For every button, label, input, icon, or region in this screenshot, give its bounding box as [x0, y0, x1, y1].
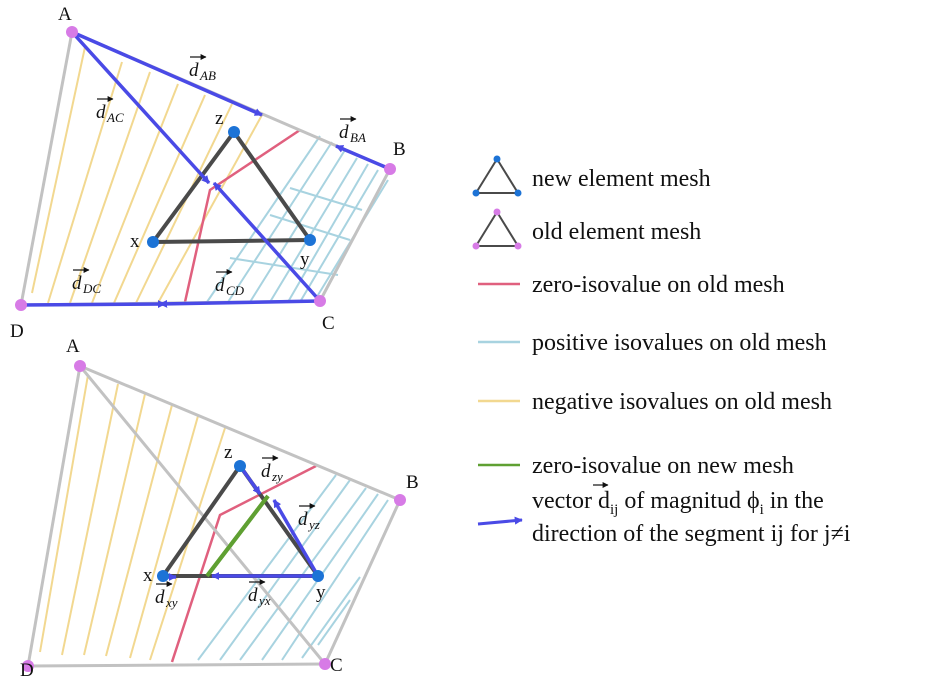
top-label-B: B — [393, 139, 406, 160]
top-node-D — [15, 299, 27, 311]
top-node-y — [304, 234, 316, 246]
bottom-label-dzy: d zy — [261, 455, 283, 484]
bottom-label-dyz: d yz — [298, 503, 320, 532]
bottom-negative-isolines — [39, 374, 226, 661]
top-vector-AC-a — [70, 30, 211, 185]
legend-zero-old-label: zero-isovalue on old mesh — [532, 272, 785, 298]
top-vector-BA — [335, 144, 391, 171]
bottom-label-dxy: d xy — [155, 581, 178, 610]
top-label-dAC: d AC — [96, 96, 124, 125]
top-label-dBA: d BA — [339, 116, 366, 145]
svg-text:xy: xy — [165, 595, 178, 610]
top-label-z: z — [215, 108, 223, 129]
bottom-green-cover — [205, 494, 270, 578]
top-negative-isolines — [31, 46, 263, 304]
legend-new-element-icon — [472, 155, 522, 197]
bottom-zero-isoline-old — [170, 464, 317, 663]
top-label-C: C — [322, 313, 335, 334]
top-vector-AC-b — [212, 181, 322, 303]
bottom-old-mesh — [26, 364, 402, 668]
svg-text:d: d — [261, 461, 271, 482]
top-positive-isolines — [206, 135, 389, 303]
legend-vector-label-line1: vector dij of magnitud ϕi in the — [532, 488, 824, 518]
top-label-D: D — [10, 321, 24, 342]
svg-text:yz: yz — [307, 517, 320, 532]
bottom-label-z: z — [224, 442, 232, 463]
bottom-node-x — [157, 570, 169, 582]
top-label-dAB: d AB — [189, 54, 216, 83]
top-node-x — [147, 236, 159, 248]
top-node-z — [228, 126, 240, 138]
top-vectors — [20, 30, 391, 309]
bottom-label-A: A — [66, 336, 80, 357]
legend-vector-swatch — [477, 516, 523, 526]
bottom-old-nodes — [22, 360, 406, 672]
svg-text:zy: zy — [271, 469, 283, 484]
bottom-label-y: y — [316, 582, 326, 603]
legend-old-element-label: old element mesh — [532, 219, 701, 245]
top-panel: A B C D x y z d AB d AC d BA d DC d — [10, 4, 406, 342]
svg-text:yx: yx — [257, 593, 271, 608]
top-zero-isoline-old — [183, 128, 301, 303]
top-new-nodes — [147, 126, 316, 248]
legend-old-element-icon — [472, 208, 522, 250]
svg-text:d: d — [215, 275, 225, 296]
legend-negative-label: negative isovalues on old mesh — [532, 389, 832, 415]
svg-text:d: d — [155, 587, 165, 608]
bottom-positive-isolines — [197, 474, 389, 661]
top-vector-CD — [159, 299, 321, 308]
bottom-node-D — [22, 660, 34, 672]
svg-text:d: d — [248, 585, 258, 606]
svg-text:CD: CD — [226, 283, 245, 298]
top-label-dDC: d DC — [72, 267, 101, 296]
bottom-node-y — [312, 570, 324, 582]
svg-text:AB: AB — [199, 68, 216, 83]
top-vector-AB — [71, 30, 263, 117]
top-node-B — [384, 163, 396, 175]
bottom-label-B: B — [406, 472, 419, 493]
bottom-vector-yz — [272, 499, 320, 577]
top-new-element-triangle — [151, 130, 312, 244]
top-label-x: x — [130, 231, 140, 252]
svg-text:d: d — [96, 102, 106, 123]
bottom-label-D: D — [20, 660, 34, 681]
legend-vector-label-line2: direction of the segment ij for j≠i — [532, 521, 851, 547]
bottom-label-C: C — [330, 655, 343, 676]
svg-text:d: d — [298, 509, 308, 530]
bottom-label-dyx: d yx — [248, 579, 271, 608]
svg-text:d: d — [339, 122, 349, 143]
legend-new-element-label: new element mesh — [532, 166, 711, 192]
top-node-A — [66, 26, 78, 38]
bottom-node-B — [394, 494, 406, 506]
bottom-panel: A B C D x y z d zy d yz d xy d yx — [20, 336, 419, 681]
top-node-C — [314, 295, 326, 307]
svg-text:AC: AC — [106, 110, 124, 125]
svg-text:DC: DC — [82, 281, 101, 296]
svg-text:BA: BA — [350, 130, 366, 145]
bottom-new-nodes — [157, 460, 324, 582]
bottom-node-z — [234, 460, 246, 472]
top-label-y: y — [300, 249, 310, 270]
top-label-dCD: d CD — [215, 269, 245, 298]
bottom-node-A — [74, 360, 86, 372]
legend-zero-new-label: zero-isovalue on new mesh — [532, 453, 794, 479]
top-label-A: A — [58, 4, 72, 25]
bottom-label-x: x — [143, 565, 153, 586]
legend: new element mesh old element mesh zero-i… — [472, 155, 851, 547]
legend-positive-label: positive isovalues on old mesh — [532, 330, 827, 356]
bottom-node-C — [319, 658, 331, 670]
svg-text:d: d — [189, 60, 199, 81]
top-vector-DC — [20, 300, 166, 309]
top-old-nodes — [15, 26, 396, 311]
svg-text:d: d — [72, 273, 82, 294]
